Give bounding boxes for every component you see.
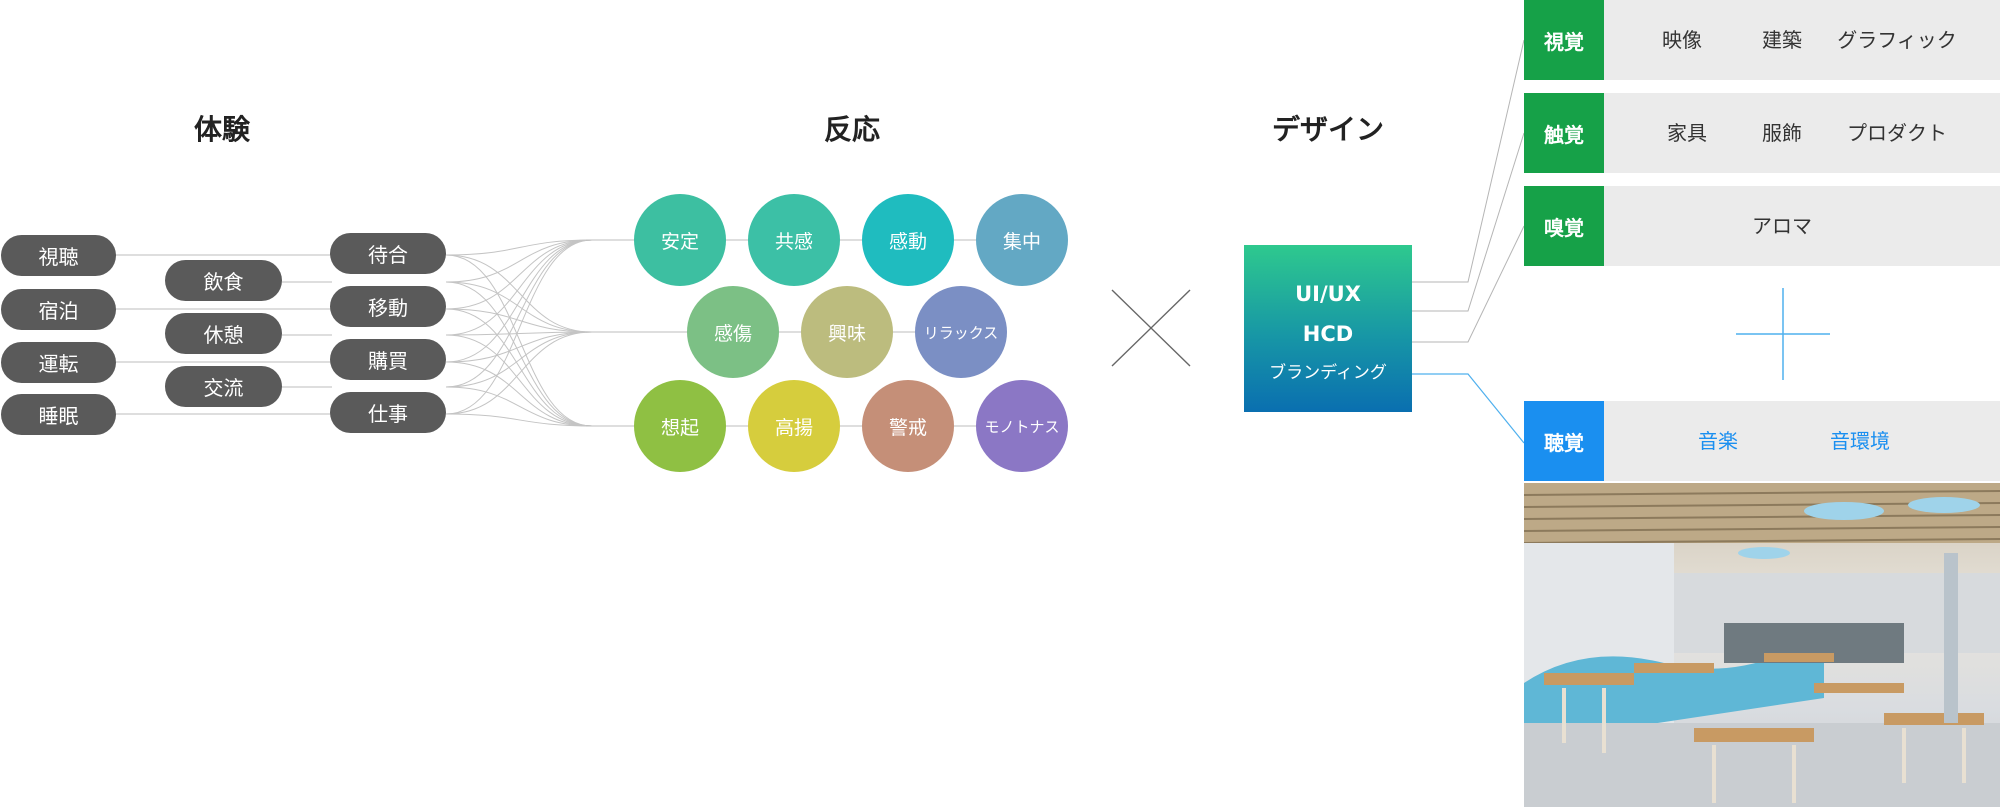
heading-design: デザイン: [1271, 113, 1385, 146]
sense-label-smell: 嗅覚: [1524, 186, 1604, 266]
experience-pill: 待合: [330, 233, 446, 274]
reaction-circle: 安定: [634, 194, 726, 286]
experience-pill: 視聴: [1, 235, 116, 276]
reaction-circle: 集中: [976, 194, 1068, 286]
experience-pill: 購買: [330, 339, 446, 380]
design-box: UI/UX HCD ブランディング: [1244, 245, 1412, 412]
sense-item: 建築: [1762, 28, 1802, 52]
design-hcd: HCD: [1302, 322, 1354, 346]
reaction-circle: 興味: [801, 286, 893, 378]
reaction-circle: 想起: [634, 380, 726, 472]
reaction-circle: 感動: [862, 194, 954, 286]
sense-row-sight: 視覚 映像 建築 グラフィック: [1524, 0, 2000, 80]
sense-item: グラフィック: [1837, 28, 1957, 52]
experience-pill: 仕事: [330, 392, 446, 433]
sense-label-touch: 触覚: [1524, 93, 1604, 173]
experience-pill: 宿泊: [1, 289, 116, 330]
reaction-circle: 高揚: [748, 380, 840, 472]
sense-row-hearing: 聴覚 音楽 音環境: [1524, 401, 2000, 481]
reaction-circle: 警戒: [862, 380, 954, 472]
reaction-circle: 共感: [748, 194, 840, 286]
sense-label-sight: 視覚: [1524, 0, 1604, 80]
restaurant-photo: [1524, 483, 2000, 807]
experience-pill: 交流: [165, 366, 282, 407]
sense-row-smell: 嗅覚 アロマ: [1524, 186, 2000, 266]
reaction-circle: モノトナス: [976, 380, 1068, 472]
design-branding: ブランディング: [1269, 363, 1387, 383]
sense-item-hearing: 音環境: [1830, 429, 1890, 453]
sense-item-hearing: 音楽: [1698, 429, 1738, 453]
experience-pill: 運転: [1, 342, 116, 383]
plus-icon: [1736, 288, 1830, 380]
experience-pill: 移動: [330, 286, 446, 327]
heading-reaction: 反応: [823, 113, 881, 146]
sense-item: 家具: [1667, 121, 1707, 145]
experience-pill: 睡眠: [1, 394, 116, 435]
sense-item: アロマ: [1752, 214, 1812, 238]
times-icon: [1111, 289, 1191, 367]
experience-pill: 飲食: [165, 260, 282, 301]
sense-item: 服飾: [1762, 121, 1802, 145]
sense-item: 映像: [1662, 28, 1702, 52]
sense-label-hearing: 聴覚: [1524, 401, 1604, 481]
sense-item: プロダクト: [1847, 121, 1947, 145]
design-uiux: UI/UX: [1295, 282, 1361, 306]
experience-pill: 休憩: [165, 313, 282, 354]
reaction-circle: 感傷: [687, 286, 779, 378]
reaction-circle: リラックス: [915, 286, 1007, 378]
sense-row-touch: 触覚 家具 服飾 プロダクト: [1524, 93, 2000, 173]
heading-experience: 体験: [193, 113, 251, 146]
